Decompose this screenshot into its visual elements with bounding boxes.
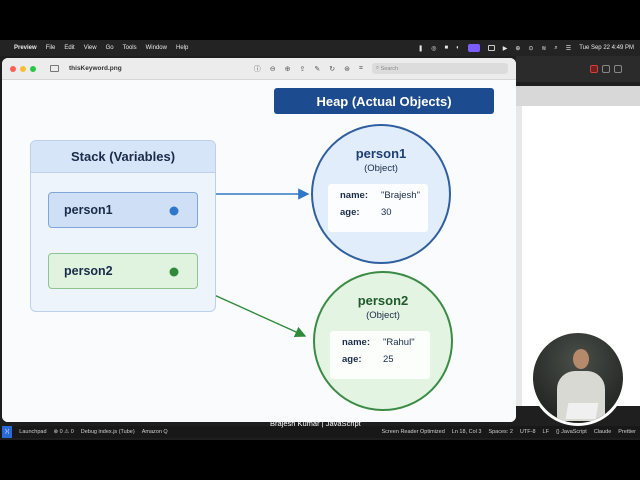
webcam-overlay — [530, 330, 626, 426]
status-icon[interactable]: ❚ — [418, 45, 424, 52]
property-row: age: 30 — [340, 207, 428, 224]
preview-window: thisKeyword.png ⓘ ⊖ ⊕ ⇪ ✎ ↻ ⊛ ⌗ ⌕ Search — [2, 58, 516, 422]
object-type: (Object) — [364, 163, 398, 174]
stack-title: Stack (Variables) — [31, 141, 215, 173]
menu-window[interactable]: Window — [145, 45, 167, 51]
display-icon[interactable] — [487, 45, 495, 51]
status-encoding[interactable]: UTF-8 — [519, 429, 536, 435]
minimize-button[interactable] — [20, 65, 26, 72]
property-key: age: — [342, 354, 362, 365]
property-key: name: — [342, 337, 370, 348]
markup-icon[interactable]: ⊛ — [344, 65, 351, 73]
property-key: age: — [340, 207, 360, 218]
status-problems[interactable]: ⊗ 0 ⚠ 0 — [53, 429, 74, 435]
laptop-shape — [565, 403, 599, 419]
video-caption: Brajesh Kumar | JavaScript — [270, 419, 361, 428]
status-icon[interactable]: ■ — [444, 45, 449, 51]
remote-indicator-icon[interactable]: ⟩⟨ — [2, 426, 13, 438]
close-button[interactable] — [10, 65, 16, 72]
error-icon[interactable] — [590, 65, 598, 73]
split-icon[interactable] — [602, 65, 610, 73]
share-icon[interactable]: ⇪ — [299, 65, 306, 73]
status-screen-reader[interactable]: Screen Reader Optimized — [381, 429, 445, 435]
window-title: thisKeyword.png — [69, 65, 122, 72]
search-input[interactable]: ⌕ Search — [372, 63, 508, 74]
menu-tools[interactable]: Tools — [122, 45, 137, 51]
object-properties: name: "Brajesh" age: 30 — [328, 184, 428, 232]
status-icon[interactable]: ⊙ — [528, 45, 534, 52]
menu-edit[interactable]: Edit — [64, 45, 75, 51]
status-icon[interactable]: ◎ — [431, 45, 437, 52]
property-row: name: "Rahul" — [342, 337, 430, 354]
layout-icon[interactable] — [614, 65, 622, 73]
zoom-button[interactable] — [30, 65, 36, 72]
editor-status-bar: ⟩⟨ Launchpad ⊗ 0 ⚠ 0 Debug index.js (Tub… — [0, 426, 640, 438]
search-icon: ⌕ — [376, 65, 381, 71]
sidebar-toggle-icon[interactable] — [50, 65, 59, 72]
title-bar: thisKeyword.png ⓘ ⊖ ⊕ ⇪ ✎ ↻ ⊛ ⌗ ⌕ Search — [2, 58, 516, 80]
menu-clock[interactable]: Tue Sep 22 4:49 PM — [579, 45, 634, 51]
property-row: name: "Brajesh" — [340, 190, 428, 207]
object-properties: name: "Rahul" age: 25 — [330, 331, 430, 379]
status-debug[interactable]: Debug index.js (Tube) — [80, 429, 135, 435]
property-value: "Brajesh" — [381, 190, 420, 201]
status-prettier[interactable]: Prettier — [618, 429, 636, 435]
property-row: age: 25 — [342, 354, 430, 371]
heap-object-person1: person1 (Object) name: "Brajesh" age: 30 — [311, 124, 451, 264]
menu-extras: ❚ ◎ ■ ◐ ▶ ⊕ ⊙ ≋ ⌕ ☰ Tue Sep 22 4:49 PM — [418, 44, 634, 52]
play-icon[interactable]: ▶ — [502, 45, 508, 52]
menu-view[interactable]: View — [83, 45, 97, 51]
status-right: Screen Reader Optimized Ln 18, Col 3 Spa… — [382, 429, 640, 435]
rotate-icon[interactable]: ↻ — [329, 65, 336, 73]
heap-object-person2: person2 (Object) name: "Rahul" age: 25 — [313, 271, 453, 411]
status-cursor-position[interactable]: Ln 18, Col 3 — [451, 429, 482, 435]
status-icon[interactable]: ◐ — [456, 45, 460, 51]
status-launchpad[interactable]: Launchpad — [19, 429, 47, 435]
status-indentation[interactable]: Spaces: 2 — [488, 429, 513, 435]
search-icon[interactable]: ⌕ — [554, 44, 558, 51]
markup-pen-icon[interactable]: ✎ — [314, 65, 321, 73]
property-key: name: — [340, 190, 368, 201]
status-claude[interactable]: Claude — [593, 429, 612, 435]
status-icon[interactable]: ⊕ — [515, 45, 521, 52]
info-icon[interactable]: ⓘ — [253, 65, 261, 73]
macos-menu-bar: Preview File Edit View Go Tools Window H… — [0, 40, 640, 56]
menu-go[interactable]: Go — [105, 45, 114, 51]
search-placeholder: Search — [380, 65, 399, 72]
toolbar: ⓘ ⊖ ⊕ ⇪ ✎ ↻ ⊛ ⌗ ⌕ Search — [254, 63, 508, 74]
object-type: (Object) — [366, 310, 400, 321]
property-value: "Rahul" — [383, 337, 415, 348]
object-name: person2 — [357, 293, 409, 308]
menu-file[interactable]: File — [45, 45, 56, 51]
wifi-icon[interactable]: ≋ — [541, 45, 547, 52]
editor-window-background — [516, 56, 640, 426]
status-amazon-q[interactable]: Amazon Q — [141, 429, 168, 435]
property-value: 30 — [381, 207, 392, 218]
heap-title: Heap (Actual Objects) — [274, 88, 494, 114]
status-eol[interactable]: LF — [542, 429, 549, 435]
control-center-icon[interactable]: ☰ — [565, 45, 572, 52]
zoom-out-icon[interactable]: ⊖ — [269, 65, 276, 73]
crop-icon[interactable]: ⌗ — [359, 64, 363, 72]
variable-label: person1 — [64, 203, 113, 217]
zoom-in-icon[interactable]: ⊕ — [284, 65, 291, 73]
menu-app-name[interactable]: Preview — [14, 45, 37, 51]
menu-help[interactable]: Help — [175, 45, 189, 51]
variable-label: person2 — [64, 264, 113, 278]
presenter-head — [573, 349, 589, 369]
image-canvas: Heap (Actual Objects) Stack (Variables) … — [2, 80, 516, 422]
stack-variable-person1: person1 — [48, 192, 198, 228]
stack-variable-person2: person2 — [48, 253, 198, 289]
property-value: 25 — [383, 354, 394, 365]
screen-record-icon[interactable] — [467, 44, 480, 52]
status-language[interactable]: {} JavaScript — [555, 429, 587, 435]
editor-panel — [516, 86, 640, 106]
editor-tab-bar — [516, 56, 640, 82]
object-name: person1 — [355, 146, 407, 161]
